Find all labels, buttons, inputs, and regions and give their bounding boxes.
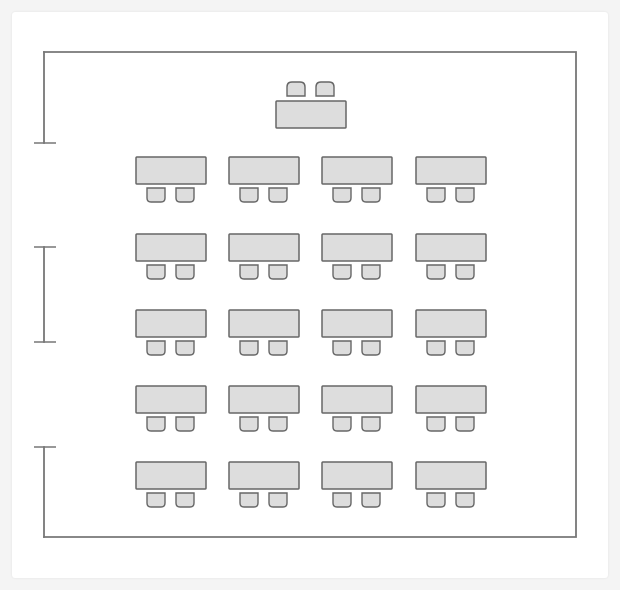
student-desk [415, 461, 487, 490]
desk-station [135, 156, 207, 203]
student-chair [239, 416, 259, 432]
student-chair [268, 264, 288, 280]
student-chair [175, 416, 195, 432]
student-chair [332, 264, 352, 280]
student-chair [175, 264, 195, 280]
student-chair [455, 187, 475, 203]
desk-station [135, 461, 207, 508]
student-desk [415, 309, 487, 338]
desk-station [228, 309, 300, 356]
desk-station [415, 156, 487, 203]
student-chair [175, 492, 195, 508]
student-desk [135, 385, 207, 414]
student-chair [268, 492, 288, 508]
student-chair [175, 340, 195, 356]
student-desk [228, 309, 300, 338]
desk-station [415, 461, 487, 508]
desk-station [415, 309, 487, 356]
student-chair [361, 340, 381, 356]
desk-station [228, 385, 300, 432]
student-desk [321, 385, 393, 414]
student-chair [268, 187, 288, 203]
student-desk [135, 461, 207, 490]
student-chair [268, 340, 288, 356]
student-desk [321, 309, 393, 338]
student-chair [361, 264, 381, 280]
student-chair [332, 187, 352, 203]
student-chair [146, 187, 166, 203]
student-desk [321, 461, 393, 490]
student-desk [135, 309, 207, 338]
desk-station [415, 233, 487, 280]
student-chair [175, 187, 195, 203]
student-chair [426, 416, 446, 432]
desk-station [135, 385, 207, 432]
student-chair [361, 187, 381, 203]
desk-grid [135, 156, 487, 508]
student-chair [426, 264, 446, 280]
student-desk [415, 385, 487, 414]
desk-station [415, 385, 487, 432]
student-desk [228, 156, 300, 185]
student-chair [426, 492, 446, 508]
student-desk [228, 233, 300, 262]
student-chair [455, 340, 475, 356]
desk-station [135, 233, 207, 280]
desk-station [228, 233, 300, 280]
student-chair [426, 340, 446, 356]
student-chair [146, 492, 166, 508]
student-chair [239, 340, 259, 356]
student-chair [332, 340, 352, 356]
room-floor [44, 52, 576, 537]
presenter-chair [315, 81, 335, 97]
desk-station [321, 309, 393, 356]
presenter-chair [286, 81, 306, 97]
student-desk [415, 156, 487, 185]
student-desk [321, 233, 393, 262]
desk-station [228, 156, 300, 203]
student-chair [455, 264, 475, 280]
student-chair [146, 264, 166, 280]
student-chair [146, 416, 166, 432]
desk-station [228, 461, 300, 508]
desk-station [321, 156, 393, 203]
student-chair [455, 416, 475, 432]
student-desk [228, 461, 300, 490]
desk-station [321, 461, 393, 508]
student-desk [135, 156, 207, 185]
room-walls [34, 51, 577, 538]
desk-station [321, 385, 393, 432]
student-desk [321, 156, 393, 185]
presenter-desk [275, 100, 347, 129]
student-chair [239, 187, 259, 203]
student-chair [332, 416, 352, 432]
student-chair [332, 492, 352, 508]
student-chair [146, 340, 166, 356]
student-chair [361, 492, 381, 508]
student-chair [268, 416, 288, 432]
student-desk [228, 385, 300, 414]
student-desk [415, 233, 487, 262]
student-chair [239, 492, 259, 508]
desk-station [321, 233, 393, 280]
presenter-station [275, 81, 347, 129]
student-chair [426, 187, 446, 203]
student-chair [361, 416, 381, 432]
wall-outer [43, 51, 577, 538]
student-chair [239, 264, 259, 280]
student-desk [135, 233, 207, 262]
student-chair [455, 492, 475, 508]
desk-station [135, 309, 207, 356]
